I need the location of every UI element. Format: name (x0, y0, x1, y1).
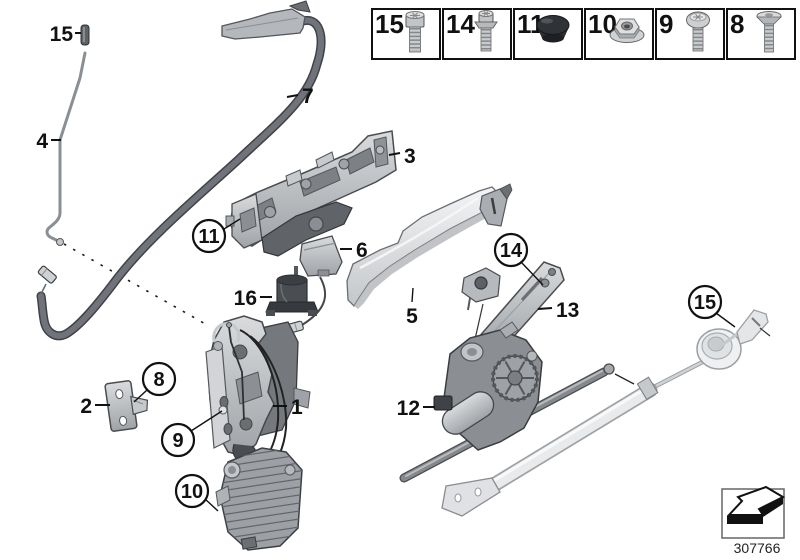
cover-drawing (269, 235, 343, 337)
lock-rod-drawing (45, 51, 87, 246)
bowden-cable-drawing (36, 0, 326, 341)
fastener-cell-14[interactable]: 14 (442, 8, 512, 60)
svg-text:15: 15 (375, 9, 404, 39)
pan-head-screw-icon (686, 11, 710, 52)
callout-16[interactable]: 16 (234, 287, 257, 310)
callout-7[interactable]: 7 (302, 85, 314, 108)
diagram-footer: 307766 (721, 485, 786, 556)
doc-number: 307766 (734, 540, 781, 556)
socket-head-cap-screw-icon (405, 11, 425, 53)
callout-circled-10[interactable]: 10 (174, 473, 210, 509)
release-cable-drawing (441, 309, 771, 517)
door-lock-drawing (205, 315, 311, 463)
collar-screw-icon (474, 10, 498, 52)
soft-close-drive-drawing (433, 321, 543, 451)
countersunk-screw-icon (756, 11, 782, 53)
callout-circled-15[interactable]: 15 (687, 284, 723, 320)
fastener-table: 15 14 11 (371, 8, 796, 60)
fastener-cell-11[interactable]: 11 (513, 8, 583, 60)
leader-lines (51, 32, 736, 512)
callout-1[interactable]: 1 (291, 396, 303, 419)
comfort-access-sensor-drawing (265, 266, 319, 316)
callout-circled-9[interactable]: 9 (160, 422, 196, 458)
svg-text:14: 14 (446, 9, 475, 39)
svg-text:10: 10 (181, 481, 203, 503)
kink-line (63, 243, 210, 327)
callout-2[interactable]: 2 (80, 395, 92, 418)
svg-text:8: 8 (153, 369, 164, 391)
actuator-drawing (215, 447, 303, 551)
direction-arrow-icon (726, 485, 786, 524)
callout-5[interactable]: 5 (406, 305, 418, 328)
callout-3[interactable]: 3 (404, 145, 416, 168)
callout-circled-11[interactable]: 11 (191, 218, 227, 254)
blind-plug-icon (536, 15, 570, 43)
fastener-cell-10[interactable]: 10 (584, 8, 654, 60)
svg-text:14: 14 (500, 240, 523, 262)
callout-circled-14[interactable]: 14 (493, 232, 529, 268)
svg-text:9: 9 (659, 9, 673, 39)
svg-text:15: 15 (694, 292, 716, 314)
callout-6[interactable]: 6 (356, 239, 368, 262)
callout-12[interactable]: 12 (397, 397, 420, 420)
carrier-lever (261, 201, 353, 257)
svg-text:9: 9 (172, 430, 183, 452)
striker-drawing (104, 380, 149, 432)
lock-pin-drawing (80, 24, 90, 46)
flange-nut-icon (609, 18, 645, 43)
carrier-drawing (225, 130, 397, 264)
fastener-cell-15[interactable]: 15 (371, 8, 441, 60)
callout-circled-8[interactable]: 8 (141, 361, 177, 397)
svg-text:8: 8 (730, 9, 744, 39)
fastener-cell-8[interactable]: 8 (726, 8, 796, 60)
callout-15-pin[interactable]: 15 (50, 23, 74, 46)
fastener-cell-9[interactable]: 9 (655, 8, 725, 60)
callout-13[interactable]: 13 (556, 299, 579, 322)
svg-text:11: 11 (198, 226, 219, 248)
callout-4[interactable]: 4 (36, 130, 48, 153)
door-handle-drawing (346, 183, 513, 309)
